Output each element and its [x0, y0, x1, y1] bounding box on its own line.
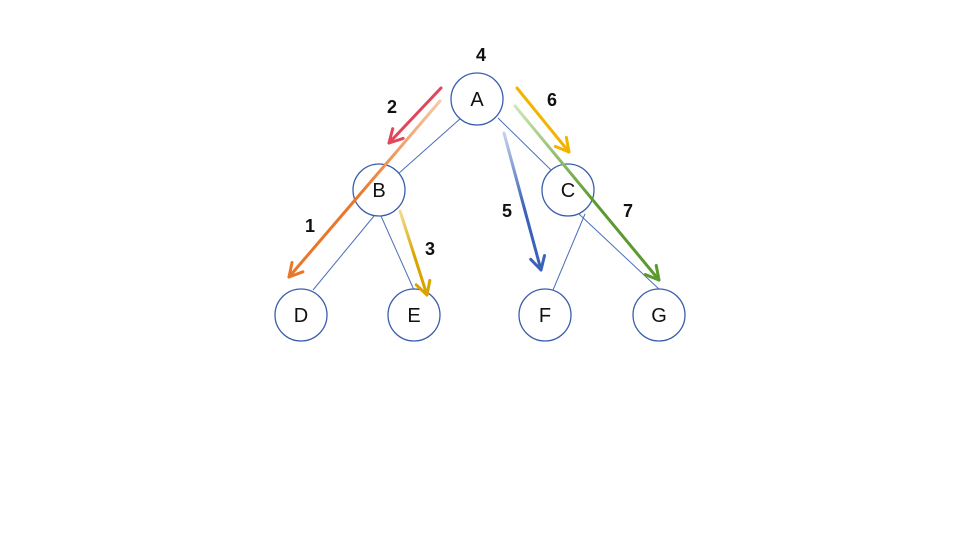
traversal-arrow-shaft-2	[387, 86, 443, 145]
edge-c-f	[552, 213, 586, 291]
step-label-4: 4	[476, 45, 486, 65]
tree-nodes: A B C D E F G	[274, 72, 686, 342]
traversal-arrowhead-3	[414, 278, 432, 297]
traversal-arrowhead-2	[387, 127, 405, 145]
traversal-arrow-shaft-6	[515, 86, 571, 154]
edge-b-d	[312, 215, 375, 291]
node-f: F	[518, 288, 572, 342]
step-label-5: 5	[502, 201, 512, 221]
node-d: D	[274, 288, 328, 342]
step-labels: 1 2 3 4 5 6 7	[305, 45, 633, 259]
node-e: E	[387, 288, 441, 342]
edge-b-e	[380, 215, 415, 291]
traversal-arrowhead-7	[643, 263, 661, 282]
node-g-label: G	[651, 305, 667, 327]
node-c: C	[541, 163, 595, 217]
traversal-arrow-shaft-7	[513, 104, 661, 282]
step-label-2: 2	[387, 97, 397, 117]
node-e-label: E	[407, 305, 420, 327]
traversal-arrow-6	[515, 86, 571, 154]
traversal-arrow-1	[287, 99, 442, 279]
traversal-arrowhead-1	[287, 260, 305, 279]
step-label-3: 3	[425, 239, 435, 259]
step-label-6: 6	[547, 90, 557, 110]
node-a-label: A	[470, 89, 484, 111]
traversal-arrow-shaft-1	[287, 99, 442, 279]
node-g: G	[632, 288, 686, 342]
node-b: B	[352, 163, 406, 217]
traversal-arrow-5	[502, 131, 547, 272]
node-c-label: C	[561, 180, 575, 202]
traversal-arrows	[287, 86, 661, 297]
node-f-label: F	[539, 305, 551, 327]
edge-a-b	[397, 117, 462, 175]
edge-c-g	[578, 213, 661, 291]
tree-edges	[312, 117, 661, 291]
traversal-arrow-3	[398, 209, 432, 297]
node-d-label: D	[294, 305, 308, 327]
traversal-arrow-shaft-5	[502, 131, 543, 272]
traversal-arrow-7	[513, 104, 661, 282]
node-b-label: B	[372, 180, 385, 202]
step-label-7: 7	[623, 201, 633, 221]
traversal-arrowhead-6	[553, 135, 571, 154]
edge-a-c	[497, 117, 553, 172]
node-a: A	[450, 72, 504, 126]
traversal-arrow-2	[387, 86, 443, 145]
step-label-1: 1	[305, 216, 315, 236]
traversal-arrowhead-5	[529, 254, 547, 272]
traversal-arrow-shaft-3	[398, 209, 429, 297]
